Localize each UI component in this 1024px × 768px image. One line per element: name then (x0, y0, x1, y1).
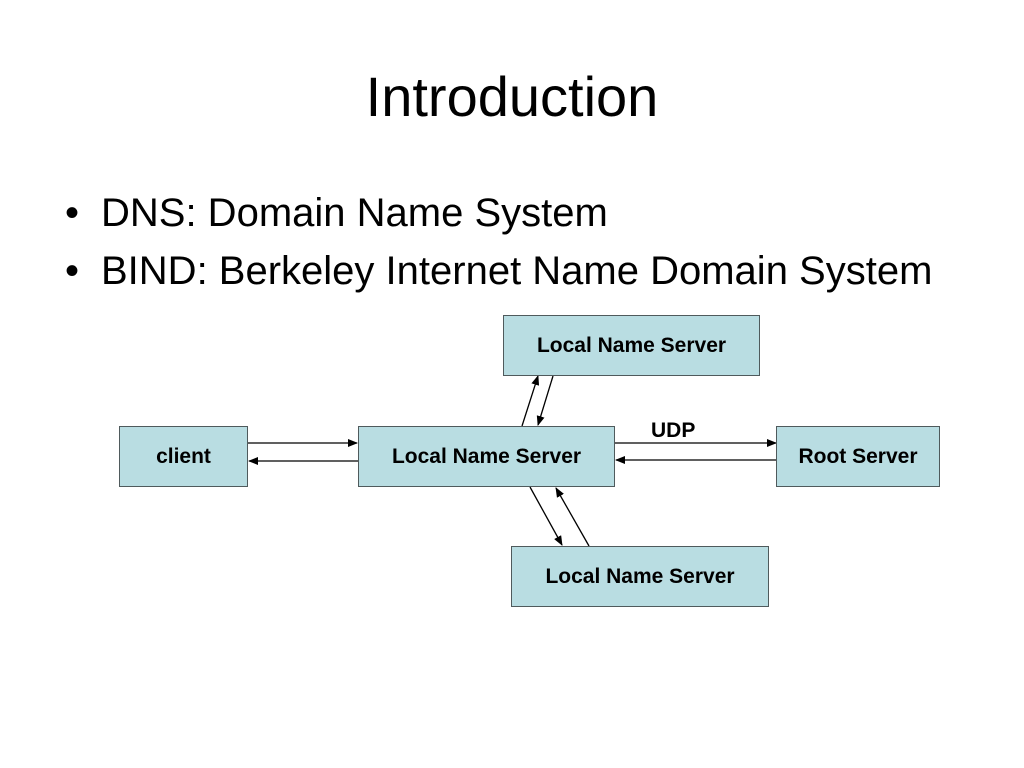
arrow-local-to-top-server (521, 375, 540, 427)
bullet-item: • DNS: Domain Name System (57, 188, 957, 238)
node-local-name-server-center: Local Name Server (358, 426, 615, 487)
node-local-name-server-top: Local Name Server (503, 315, 760, 376)
slide-title: Introduction (365, 65, 659, 128)
node-client: client (119, 426, 248, 487)
arrow-bottom-server-to-local (555, 487, 590, 547)
bullet-text: DNS: Domain Name System (101, 191, 608, 235)
bullet-list: • DNS: Domain Name System • BIND: Berkel… (57, 188, 957, 296)
bullet-dot-icon: • (64, 191, 79, 235)
bullet-text: BIND: Berkeley Internet Name Domain Syst… (101, 249, 933, 293)
bullet-item: • BIND: Berkeley Internet Name Domain Sy… (57, 246, 957, 296)
edge-label-udp: UDP (651, 419, 696, 442)
arrow-local-to-bottom-server (529, 486, 563, 546)
node-local-name-server-bottom: Local Name Server (511, 546, 769, 607)
node-root-server: Root Server (776, 426, 940, 487)
bullet-dot-icon: • (64, 249, 79, 293)
arrow-top-server-to-local (536, 375, 554, 426)
